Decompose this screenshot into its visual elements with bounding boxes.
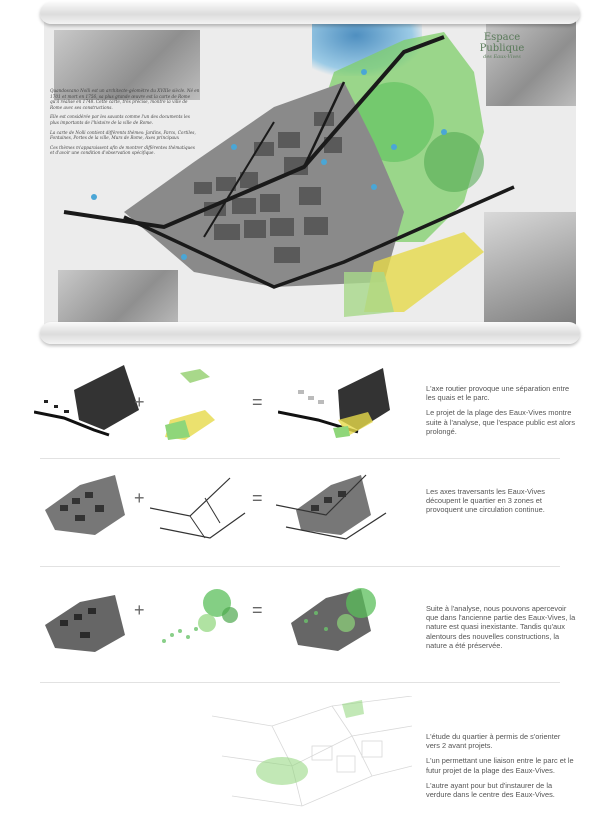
caption-paragraph: Les axes traversants les Eaux-Vives déco… <box>426 487 545 515</box>
row4-caption: L'étude du quartier à permis de s'orient… <box>426 732 576 805</box>
caption-paragraph: Suite à l'analyse, nous pouvons apercevo… <box>426 604 576 650</box>
row-divider <box>40 682 560 683</box>
row3-map-result <box>291 588 376 651</box>
street-photo <box>54 30 200 100</box>
fountain-photo <box>484 212 576 330</box>
caption-paragraph: L'étude du quartier à permis de s'orient… <box>426 732 561 751</box>
poster-subtitle: des Eaux-Vives <box>483 54 521 60</box>
poster-intro-paragraph: Ces thèmes m'apparaissent afin de montre… <box>50 144 195 156</box>
poster-sheet: Espace Publique des Eaux-Vives <box>44 12 576 330</box>
equals-operator: = <box>252 392 263 412</box>
row3-caption: Suite à l'analyse, nous pouvons apercevo… <box>426 604 576 656</box>
caption-paragraph: L'autre ayant pour but d'instaurer de la… <box>426 780 555 800</box>
row1-caption: L'axe routier provoque une séparation en… <box>426 384 576 442</box>
caption-paragraph: L'axe routier provoque une séparation en… <box>426 384 570 403</box>
poster-intro-text: Quandoscano Nolli est un architecte-géom… <box>50 88 200 160</box>
poster-title-line1: Espace <box>483 32 521 43</box>
poster-intro-list: La carte de Nolli contient différents th… <box>50 129 196 141</box>
children-photo <box>486 18 576 106</box>
row1-map-result <box>278 368 390 438</box>
neighbourhood-map <box>63 32 515 317</box>
row2-map-axes <box>150 477 246 539</box>
scroll-bottom-roll <box>40 322 580 344</box>
row-divider <box>40 458 560 459</box>
row2-map-buildings <box>45 475 125 535</box>
poster-intro-paragraph: Quandoscano Nolli est un architecte-géom… <box>50 88 200 110</box>
caption-paragraph: L'un permettant une liaison entre le par… <box>426 756 574 775</box>
row3-map-buildings <box>45 595 125 652</box>
row3-map-nature <box>162 589 238 643</box>
row-divider <box>40 566 560 567</box>
plus-operator: + <box>134 600 145 620</box>
caption-paragraph: Le projet de la plage des Eaux-Vives mon… <box>426 408 576 436</box>
row4-map-projects <box>212 696 412 807</box>
equals-operator: = <box>252 488 263 508</box>
building-photo <box>58 270 178 330</box>
poster-intro-paragraph: Elle est considérée par les savants comm… <box>50 114 190 125</box>
row1-map-roads <box>34 365 139 437</box>
poster-title-line2: Publique <box>479 43 525 54</box>
row1-map-beach <box>165 369 215 440</box>
row2-caption: Les axes traversants les Eaux-Vives déco… <box>426 487 576 521</box>
plus-operator: + <box>134 392 145 412</box>
plus-operator: + <box>134 488 145 508</box>
equals-operator: = <box>252 600 263 620</box>
scroll-top-roll <box>40 2 580 24</box>
row2-map-result <box>276 474 387 540</box>
poster-title: Espace Publique des Eaux-Vives <box>462 32 542 60</box>
